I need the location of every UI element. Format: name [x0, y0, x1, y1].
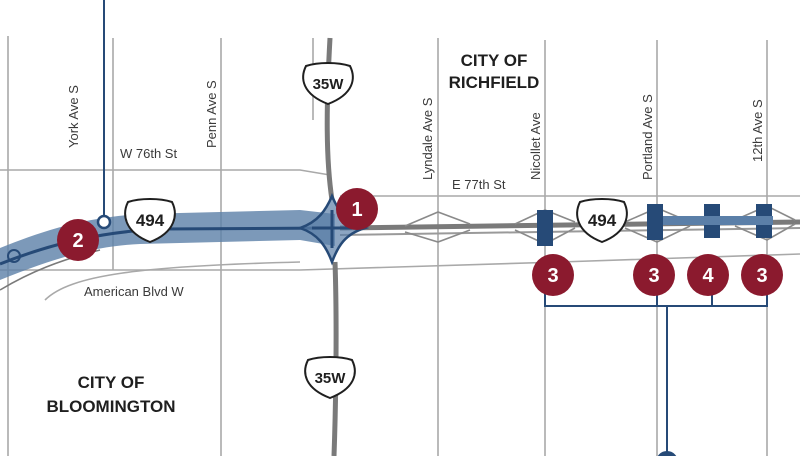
- interstate-shield-icon: [302, 62, 354, 106]
- label-american: American Blvd W: [84, 284, 184, 299]
- marker-2-circle: [57, 219, 99, 261]
- marker-4-label: 4: [702, 265, 714, 287]
- bloomington-line2: BLOOMINGTON: [46, 397, 175, 416]
- marker-3a-label: 3: [547, 265, 558, 287]
- label-penn: Penn Ave S: [204, 80, 219, 148]
- york-interchange-node-icon: [7, 249, 21, 263]
- block-portland: [647, 204, 663, 240]
- callout-lines: [103, 0, 768, 456]
- marker-3c-circle: [741, 254, 783, 296]
- local-streets: [0, 36, 800, 456]
- street-frontage-south: [44, 261, 301, 301]
- shield-35w-south-label: 35W: [315, 370, 347, 387]
- marker-3-portland[interactable]: 3: [633, 254, 675, 296]
- interstate-shield-icon: [304, 356, 356, 400]
- i35w-interchange-core: [312, 210, 352, 248]
- label-lyndale: Lyndale Ave S: [420, 97, 435, 180]
- label-york: York Ave S: [66, 85, 81, 148]
- marker-4-circle: [687, 254, 729, 296]
- marker-3b-label: 3: [648, 265, 659, 287]
- project-markers: 1 2 3 3 4 3: [57, 188, 783, 296]
- east-project-blocks: [537, 204, 773, 246]
- shield-494-west-label: 494: [136, 211, 165, 230]
- marker-3-12th[interactable]: 3: [741, 254, 783, 296]
- marker-3a-circle: [532, 254, 574, 296]
- marker-3c-label: 3: [756, 265, 767, 287]
- marker-1-circle: [336, 188, 378, 230]
- marker-4[interactable]: 4: [687, 254, 729, 296]
- label-w76th: W 76th St: [120, 146, 177, 161]
- marker-1-label: 1: [351, 199, 362, 221]
- ramp-lyndale: [404, 211, 471, 243]
- interstate-shield-icon: [124, 198, 176, 244]
- block-nicollet: [537, 210, 553, 246]
- marker-3b-circle: [633, 254, 675, 296]
- shield-35w-north: 35W: [302, 62, 354, 106]
- block-link: [663, 216, 773, 225]
- shield-494-east-label: 494: [588, 211, 617, 230]
- label-portland: Portland Ave S: [640, 94, 655, 180]
- i35w-north: [324, 37, 335, 201]
- label-e77th: E 77th St: [452, 177, 506, 192]
- marker-3-nicollet[interactable]: 3: [532, 254, 574, 296]
- street-w76th: [0, 169, 331, 176]
- marker-2-label: 2: [72, 230, 83, 252]
- street-american: [0, 253, 800, 271]
- shield-494-west: 494: [124, 198, 176, 244]
- bloomington-line1: CITY OF: [78, 373, 145, 392]
- label-12th: 12th Ave S: [750, 99, 765, 162]
- york-interchange-node-icon-2: [96, 214, 112, 230]
- richfield-line2: RICHFIELD: [449, 73, 540, 92]
- label-nicollet: Nicollet Ave: [528, 112, 543, 180]
- marker-1[interactable]: 1: [336, 188, 378, 230]
- marker-2[interactable]: 2: [57, 219, 99, 261]
- shield-35w-north-label: 35W: [313, 76, 345, 93]
- callout-end-dot: [657, 451, 677, 456]
- richfield-line1: CITY OF: [461, 51, 528, 70]
- street-labels: York Ave S Penn Ave S Lyndale Ave S Nico…: [66, 80, 765, 299]
- city-labels: CITY OF RICHFIELD CITY OF BLOOMINGTON: [46, 51, 539, 416]
- shield-35w-south: 35W: [304, 356, 356, 400]
- shield-494-east: 494: [576, 198, 628, 244]
- interstate-shield-icon: [576, 198, 628, 244]
